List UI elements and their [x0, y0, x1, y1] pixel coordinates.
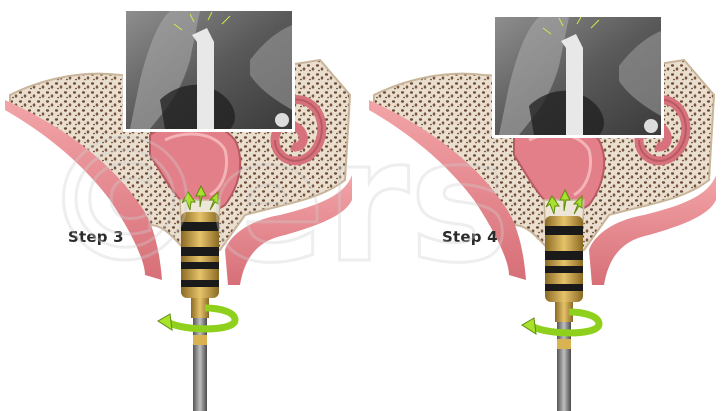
xray-inset — [123, 8, 295, 132]
step-label: Step 4 — [442, 228, 498, 246]
step-label: Step 3 — [68, 228, 124, 246]
sinus-lift-illustration — [0, 0, 364, 411]
sinus-lift-illustration — [364, 0, 728, 411]
step-4-panel: Step 4 — [364, 0, 728, 411]
step-3-panel: Step 3 — [0, 0, 364, 411]
xray-inset — [492, 14, 664, 138]
